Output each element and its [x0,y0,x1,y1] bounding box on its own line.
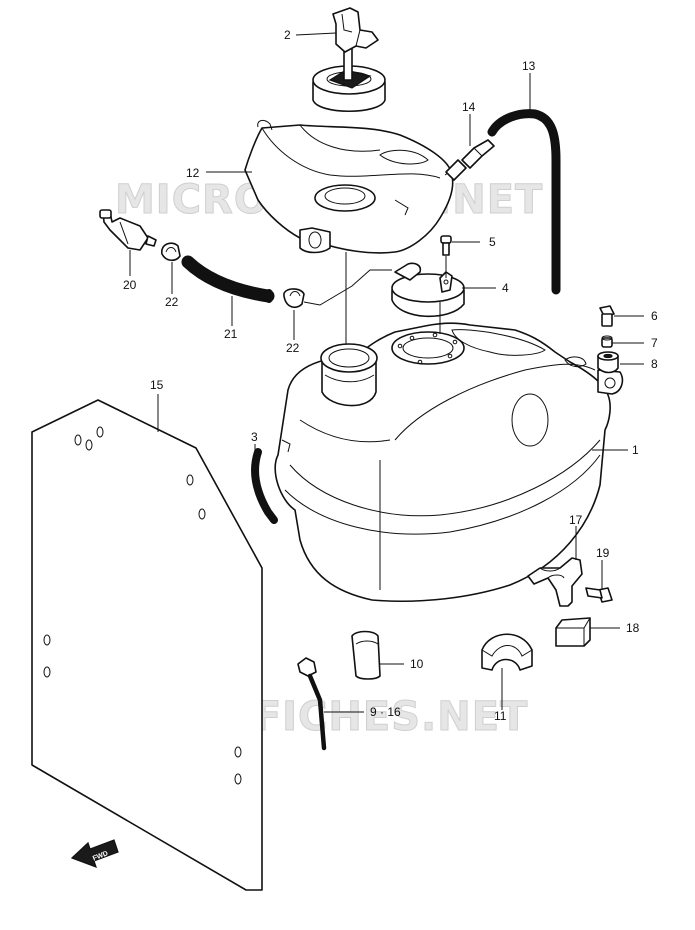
label-part-4: 4 [502,281,509,295]
label-part-1: 1 [632,443,639,457]
hook-pin-part [297,657,327,751]
fuel-tank-part [274,322,624,602]
mounting-bracket-part [527,557,583,607]
cushion-part [351,630,381,680]
label-part-2: 2 [284,28,291,42]
cushion-block-part [555,617,591,647]
drain-hose-part [251,448,278,524]
label-part-18: 18 [626,621,640,635]
label-part-11: 11 [494,709,507,723]
label-part-17: 17 [569,513,583,527]
label-part-10: 10 [410,657,424,671]
label-part-22-upper: 22 [165,295,179,309]
label-part-6: 6 [651,309,658,323]
label-part-14: 14 [462,100,476,114]
label-part-13: 13 [522,59,536,73]
fuel-hose-part [181,255,275,303]
label-part-20: 20 [123,278,137,292]
grommet-part [597,351,619,374]
leader-lines [129,32,644,713]
label-part-9-16: 9 · 16 [370,705,401,719]
fuel-pump-part [391,262,465,318]
fuel-cap-part [312,7,386,113]
fuel-filter-part [99,209,157,251]
label-part-8: 8 [651,357,658,371]
hose-joint-part [445,139,495,181]
label-part-22-lower: 22 [286,341,300,355]
panel-sheet-part [31,399,263,891]
rubber-cushion-part [481,633,533,671]
bracket-bolt-part [585,587,613,603]
screw-part [440,235,452,256]
bolt-part [599,305,615,327]
collar-part [601,335,613,348]
hose-clip-upper-part [161,242,181,262]
label-part-21: 21 [224,327,238,341]
label-part-5: 5 [489,235,496,249]
label-part-19: 19 [596,546,610,560]
part-labels: 2 12 13 14 20 22 21 22 5 4 6 7 8 1 15 3 … [123,28,658,723]
label-part-3: 3 [251,430,258,444]
label-part-12: 12 [186,166,200,180]
label-part-7: 7 [651,336,658,350]
hose-clip-lower-part [283,288,305,309]
tank-cover-tray-part [244,119,461,254]
forward-arrow-icon: FWD [70,839,119,869]
label-part-15: 15 [150,378,164,392]
breather-hose-part [487,109,561,295]
